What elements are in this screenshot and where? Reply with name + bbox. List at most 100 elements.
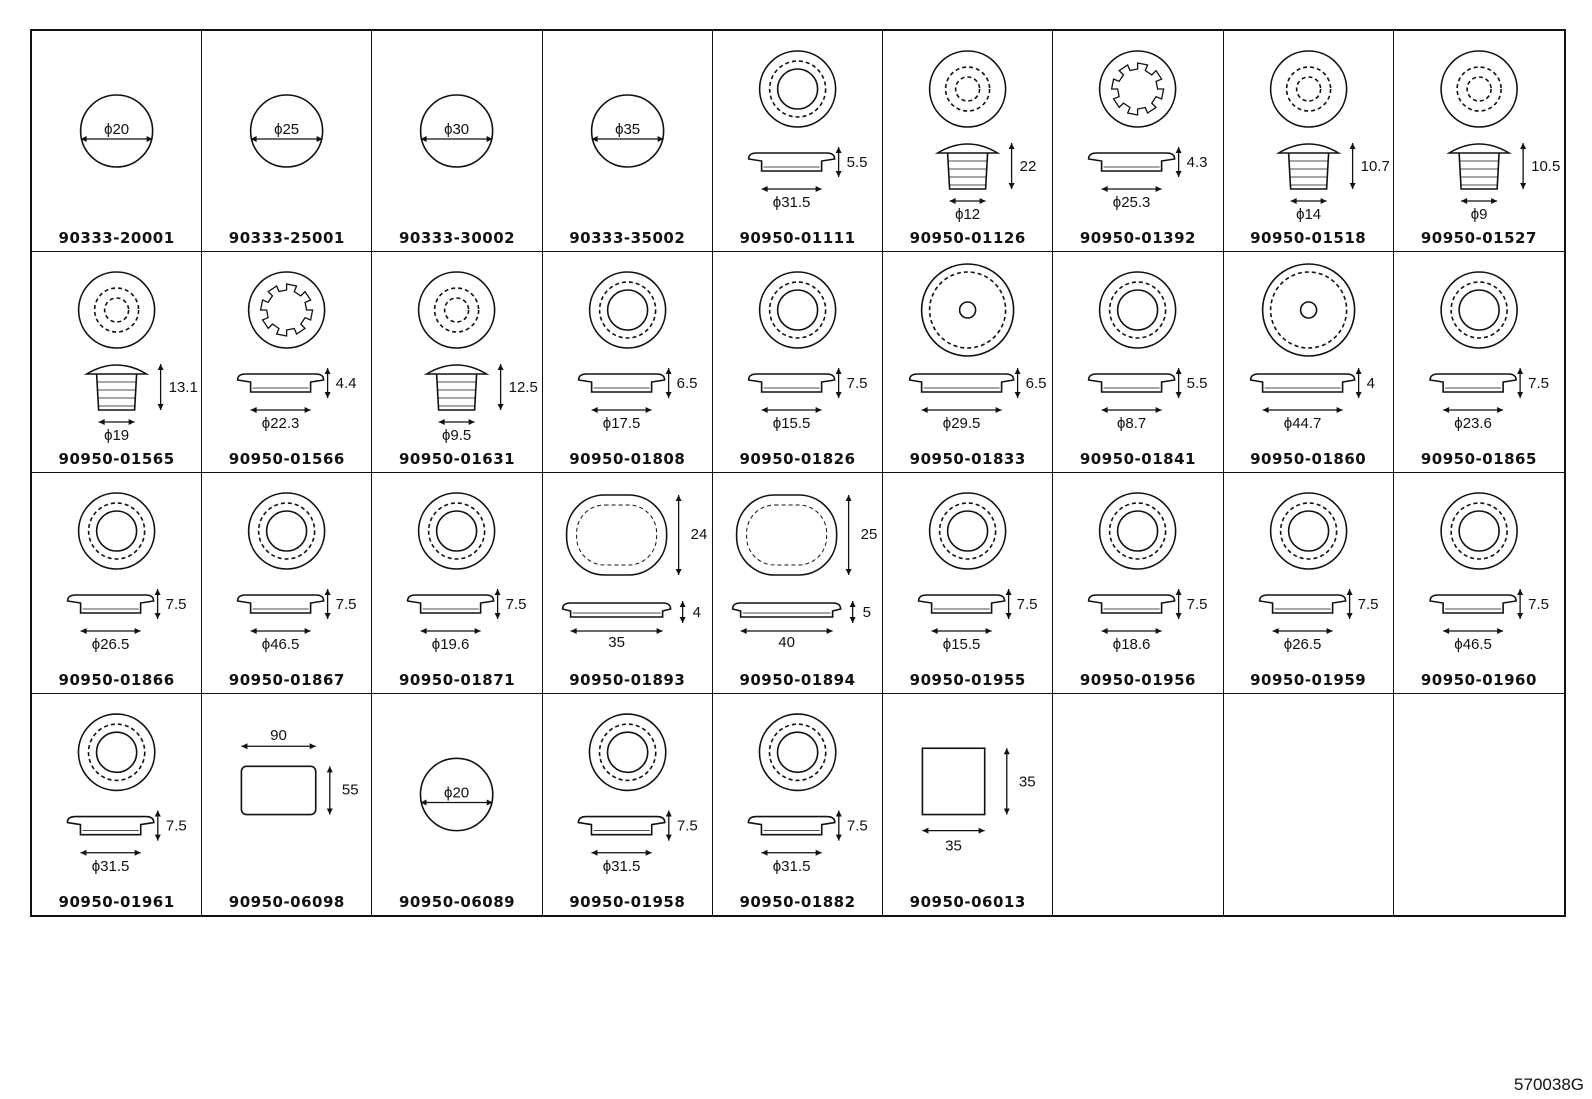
- height-arrow-head-top: [495, 589, 502, 595]
- diameter-arrow-head-right: [979, 198, 986, 204]
- part-number: 90950-01841: [1079, 450, 1196, 468]
- diameter-label: ϕ23.6: [1454, 415, 1492, 432]
- grommet-dash-ring: [428, 502, 486, 560]
- grommet-outer-ring: [1440, 50, 1518, 128]
- diameter-label: ϕ9: [1471, 206, 1488, 223]
- height-arrow-head-bottom: [1175, 171, 1182, 177]
- grommet-outer-ring: [928, 50, 1007, 128]
- oval-inner: [575, 504, 657, 566]
- plug-dash-ring: [93, 287, 140, 333]
- thickness-arrow-head-top: [679, 601, 686, 607]
- oval-outline: [735, 494, 838, 576]
- part-number: 90950-01871: [398, 671, 516, 689]
- diameter-label: ϕ31.5: [773, 194, 811, 211]
- oval-inner: [745, 504, 827, 566]
- width-label: 35: [945, 838, 962, 855]
- plug-outline: [240, 765, 317, 816]
- plug-dash-ring: [1285, 66, 1331, 112]
- diameter-label: ϕ25: [274, 121, 299, 138]
- disc-outline: [250, 94, 324, 168]
- diameter-label: ϕ30: [445, 121, 470, 138]
- diameter-arrow-head-left: [591, 849, 598, 856]
- diameter-label: ϕ26.5: [92, 636, 130, 653]
- grommet-inner-ring: [1299, 301, 1317, 319]
- plug-head: [83, 364, 150, 375]
- grommet-profile: [1088, 594, 1176, 614]
- part-number: 90950-01518: [1250, 229, 1367, 247]
- height-arrow-head-top: [1346, 589, 1353, 595]
- diameter-arrow-head-right: [985, 628, 992, 634]
- grommet-profile: [66, 594, 155, 614]
- part-drawing: ϕ44.74: [1249, 263, 1375, 432]
- diameter-arrow-head-right: [1326, 628, 1333, 634]
- diameter-arrow-head-right: [645, 407, 652, 413]
- height-arrow-head-bottom: [835, 834, 842, 841]
- part-drawing: ϕ31.57.5: [747, 713, 868, 875]
- grommet-dash-ring: [258, 502, 316, 560]
- part-number: 90950-01956: [1079, 671, 1196, 689]
- height-arrow-head-bottom: [1516, 392, 1523, 398]
- part-number: 90950-01566: [228, 450, 345, 468]
- part-drawing: ϕ23.67.5: [1429, 271, 1549, 432]
- height-label: 7.5: [847, 818, 868, 835]
- part-number: 90950-01565: [58, 450, 175, 468]
- height-arrow-head-top: [665, 368, 672, 374]
- diameter-arrow-head-right: [1496, 628, 1503, 634]
- disc-outline: [420, 94, 494, 168]
- part-drawing: ϕ22.34.4: [237, 271, 357, 432]
- grommet-inner-ring: [776, 731, 819, 774]
- plug-center-ring: [1295, 76, 1321, 102]
- diameter-arrow-head-left: [761, 407, 768, 413]
- thickness-label: 5: [862, 604, 870, 621]
- grommet-dash-ring: [598, 723, 657, 782]
- grommet-profile: [1088, 152, 1176, 172]
- grommet-dash-ring: [87, 502, 146, 560]
- diameter-arrow-head-right: [475, 628, 482, 634]
- part-drawing: ϕ31.57.5: [66, 713, 187, 875]
- diameter-arrow-head-left: [931, 628, 938, 634]
- height-arrow-head-bottom: [154, 613, 161, 619]
- part-number: 90950-01894: [739, 671, 856, 689]
- diameter-label: ϕ12: [955, 206, 980, 223]
- height-arrow-head-top: [835, 147, 842, 153]
- part-number: 90950-06089: [398, 893, 516, 911]
- grommet-dash-ring: [1450, 502, 1508, 560]
- grommet-dash-ring: [1109, 502, 1167, 560]
- grommet-outer-ring: [758, 271, 837, 349]
- height-arrow-head-top: [324, 589, 331, 595]
- part-drawing: ϕ9.512.5: [418, 271, 538, 444]
- part-drawing: ϕ29.56.5: [908, 263, 1047, 432]
- height-arrow-head-bottom: [1008, 183, 1015, 189]
- part-number: 90950-01959: [1250, 671, 1367, 689]
- diameter-label: ϕ9.5: [442, 427, 471, 444]
- length-arrow-head-left: [570, 628, 577, 634]
- part-number: 90950-01960: [1420, 671, 1537, 689]
- diameter-arrow-head-right: [815, 407, 822, 413]
- diameter-label: ϕ44.7: [1283, 415, 1321, 432]
- diameter-arrow-head-right: [1320, 198, 1327, 204]
- grommet-inner-ring: [1117, 289, 1159, 331]
- empty-cell: [1224, 694, 1394, 915]
- part-number: 90950-01893: [569, 671, 686, 689]
- part-number: 90333-30002: [398, 229, 516, 247]
- diameter-arrow-head-left: [98, 419, 105, 425]
- height-arrow-head-top: [1003, 748, 1010, 755]
- part-cell: ϕ30 90333-30002: [372, 31, 543, 252]
- plug-shank: [436, 373, 478, 411]
- height-arrow-head-bottom: [1516, 613, 1523, 619]
- height-arrow-head-top: [327, 766, 334, 773]
- grommet-inner-ring: [776, 289, 819, 331]
- plug-center-ring: [444, 297, 470, 323]
- height-arrow-head-bottom: [665, 392, 672, 398]
- part-number: 90950-06013: [909, 893, 1026, 911]
- height-arrow-head-top: [1175, 589, 1182, 595]
- disc-outline: [79, 94, 154, 168]
